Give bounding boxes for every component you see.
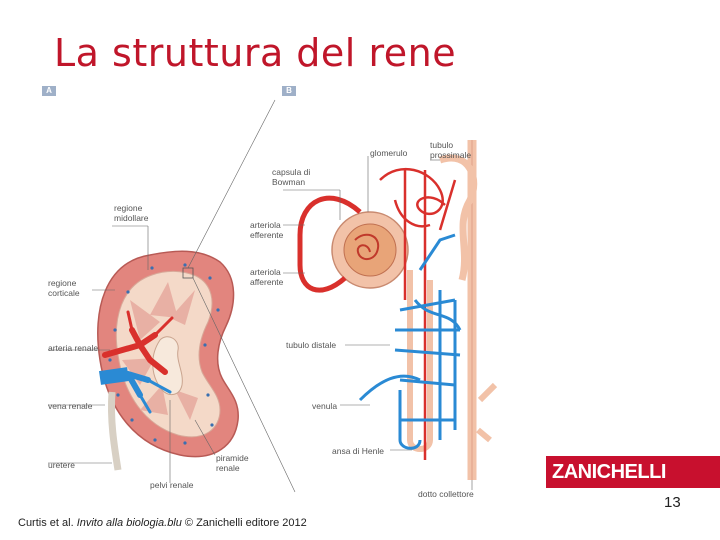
page-title: La struttura del rene [54,31,457,75]
caption-publisher: © Zanichelli editore 2012 [181,517,307,529]
label-venula: venula [312,401,338,411]
label-vena-renale: vena renale [48,401,93,411]
label-regione-corticale: regione corticale [48,278,80,298]
kidney-illustration [97,250,239,471]
caption-authors: Curtis et al. [18,517,77,529]
label-arteriola-efferente: arteriola efferente [250,220,284,240]
label-ansa-henle: ansa di Henle [332,446,384,456]
zanichelli-logo: ZANICHELLI [546,456,720,488]
label-regione-midollare: regione midollare [114,203,149,223]
label-dotto-collettore: dotto collettore [418,489,474,499]
caption: Curtis et al. Invito alla biologia.blu ©… [18,517,307,529]
caption-book: Invito alla biologia.blu [76,517,182,529]
label-arteria-renale: arteria renale [48,343,99,353]
label-arteriola-afferente: arteriola afferente [250,267,284,287]
label-piramide-renale: piramide renale [216,453,249,473]
label-tubulo-prossimale: tubulo prossimale [430,140,472,160]
panel-a-tag: A [42,86,56,96]
label-uretere: uretere [48,460,75,470]
label-capsula-bowman: capsula di Bowman [272,167,311,187]
label-pelvi-renale: pelvi renale [150,480,194,490]
label-tubulo-distale: tubulo distale [286,340,337,350]
panel-b-tag: B [282,86,296,96]
label-glomerulo: glomerulo [370,148,408,158]
page-number: 13 [664,494,681,511]
nephron-illustration [297,140,498,480]
